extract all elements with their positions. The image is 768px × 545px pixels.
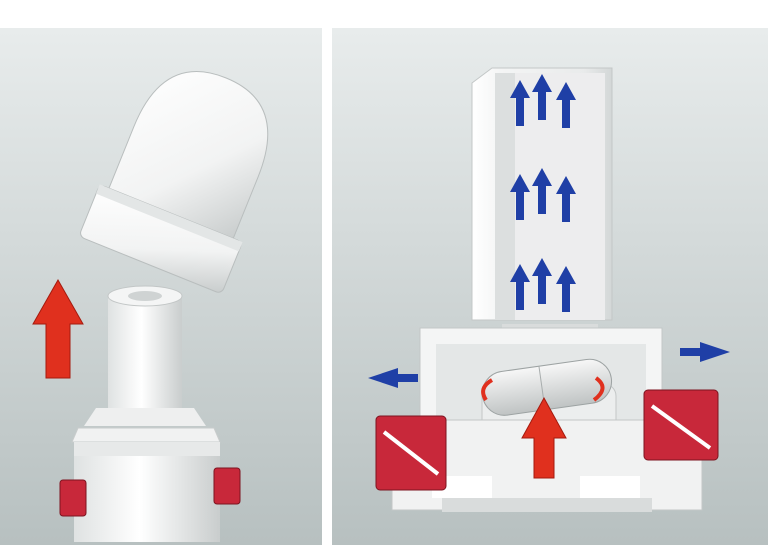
blue-airflow-arrow-icon [532, 74, 552, 120]
blue-airflow-arrow-icon [680, 342, 730, 362]
blue-airflow-arrow-icon [532, 258, 552, 304]
blue-airflow-arrow-icon [510, 80, 530, 126]
red-up-arrow-icon [32, 278, 84, 379]
blue-airflow-arrow-icon [510, 174, 530, 220]
panel-divider [322, 0, 332, 545]
inhaler-cap [80, 71, 269, 293]
right-red-button [643, 389, 719, 461]
blue-airflow-arrow-icon [556, 176, 576, 222]
blue-airflow-arrow-icon [510, 264, 530, 310]
blue-airflow-arrow-icon [556, 82, 576, 128]
mouthpiece [84, 285, 206, 426]
red-rotation-arrow-icon [481, 376, 605, 402]
blue-airflow-arrow-icon [532, 168, 552, 214]
red-up-arrow-icon [521, 396, 567, 479]
panel-inhaler-cap-removed [0, 28, 322, 545]
blue-airflow-arrow-icon [556, 266, 576, 312]
left-red-button [375, 415, 447, 491]
panel-inhaler-cutaway [332, 28, 768, 545]
inhaler-base [59, 427, 241, 542]
blue-airflow-arrow-icon [368, 368, 418, 388]
blue-airflow-arrows [368, 74, 730, 388]
